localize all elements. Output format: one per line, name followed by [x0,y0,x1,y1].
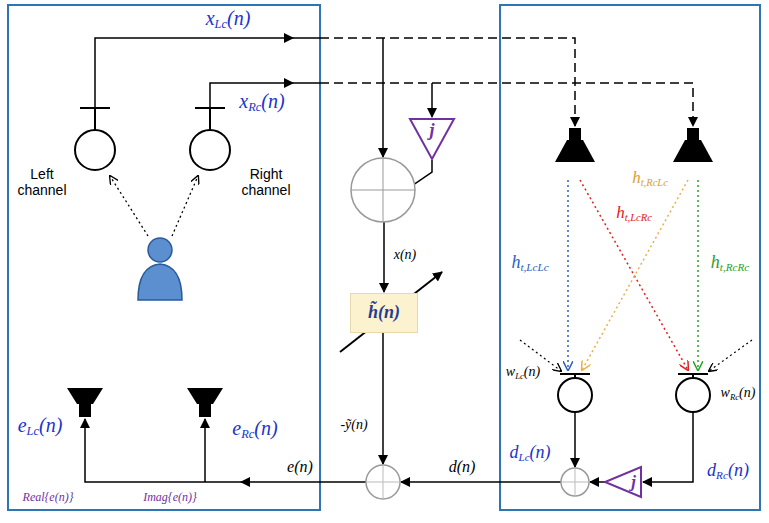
loudspeaker-body [687,128,699,140]
microphone [558,374,592,412]
loudspeaker [555,128,595,162]
dashed-wire [320,83,693,126]
talker-body [138,264,182,300]
wire [431,83,433,117]
gain-label: j [631,473,636,492]
talker-icon [138,238,182,300]
wire [95,38,320,108]
signal-label: Left channel [12,166,72,198]
signal-label: ht,RcLc [631,168,669,188]
microphone-body [190,130,230,170]
microphone-stem [560,374,590,378]
signal-label: Imag{e(n)} [142,491,198,505]
wire [401,481,561,483]
microphone-stem [678,374,708,378]
signal-label: -ỹ(n) [339,417,368,433]
loudspeaker [673,128,713,162]
adder-circle [351,158,415,222]
filter-label: h̃(n) [368,303,400,323]
microphone-stem [195,108,225,130]
signal-label: Real{e(n)} [22,491,75,505]
summing-junction [561,468,589,496]
acoustic-path [697,180,699,370]
signal-label: wLc(n) [505,364,541,380]
signal-label: dRc(n) [706,460,750,481]
signal-label: eLc(n) [17,414,64,437]
wire [382,333,384,464]
loudspeaker-cone [673,140,713,162]
summing-junction [351,158,415,222]
microphone-body [676,378,710,412]
wire [204,419,206,482]
signal-label: xLc(n) [205,7,252,30]
microphone-stem [80,108,110,130]
wire [574,412,576,467]
signal-label: eRc(n) [231,417,278,440]
adder-circle [366,465,400,499]
microphone-body [558,378,592,412]
gain-triangle: j [604,466,642,498]
gain-label: j [429,121,434,141]
signal-label: dLc(n) [508,442,551,463]
sound-path [110,176,148,236]
triangle-shape [410,119,454,159]
wire [85,419,366,482]
filter-box: h̃(n) [350,293,418,333]
loudspeaker [187,388,223,417]
triangle-shape [605,467,641,497]
signal-label: e(n) [286,458,314,476]
loudspeaker-body [569,128,581,140]
microphone [676,374,710,412]
triangle-outline [604,466,642,498]
adder-circle [561,468,589,496]
arrow-head [284,33,294,43]
noise-path [709,340,752,371]
signal-label: wRc(n) [720,385,757,401]
wire [382,38,384,157]
wire [643,412,693,482]
far-end-room [8,5,320,510]
acoustic-path [580,180,688,370]
signal-label: ht,LcLc [510,252,549,273]
adder-cross [366,465,400,499]
signal-label: ht,RcRc [710,252,750,273]
signal-label: Right channel [235,166,297,198]
talker-head [148,238,172,262]
loudspeaker [67,388,103,417]
microphone-body [75,130,115,170]
adder-cross [351,158,415,222]
acoustic-path [582,180,688,370]
dashed-wire [320,38,575,126]
signal-label: d(n) [448,458,477,476]
loudspeaker-body [79,404,91,417]
loudspeaker-cone [187,388,223,404]
signal-label: x(n) [393,247,418,263]
microphone [190,108,230,170]
signal-label: xRc(n) [238,90,285,113]
loudspeaker-cone [67,388,103,404]
sound-path [172,176,198,236]
adaptation-arrow [340,272,442,352]
loudspeaker-body [199,404,211,417]
gain-triangle: j [409,118,455,160]
near-end-room [500,5,760,510]
adder-cross [561,468,589,496]
loudspeaker-cone [555,140,595,162]
microphone [75,108,115,170]
arrow-head [240,477,250,487]
acoustic-path [567,180,569,370]
summing-junction [366,465,400,499]
arrow-head [284,78,294,88]
signal-label: ht,LcRc [615,203,653,223]
